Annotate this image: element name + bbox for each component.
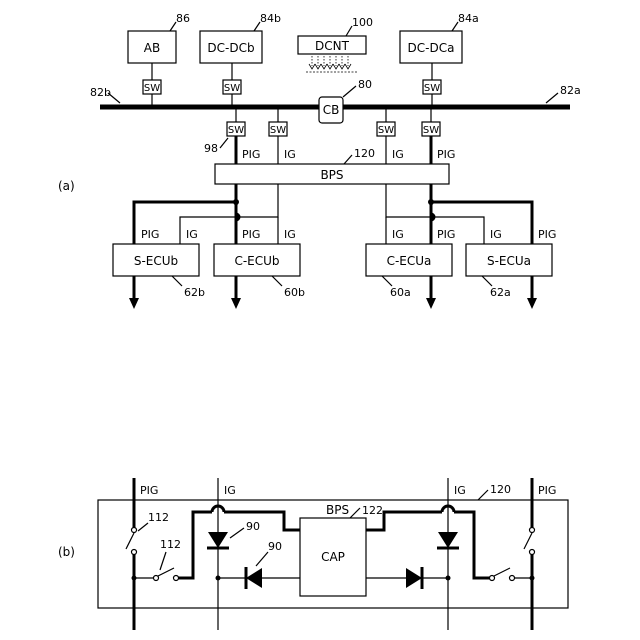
s-ecua-leader <box>482 276 492 286</box>
cecub-pig-label: PIG <box>242 228 260 241</box>
cap-label: CAP <box>321 550 345 564</box>
relay-left-vertical <box>126 528 138 555</box>
cb-label: CB <box>323 103 340 117</box>
diode-ref-2: 90 <box>268 540 282 553</box>
ig-left-label: IG <box>224 484 236 497</box>
cecub-ig-label: IG <box>284 228 296 241</box>
relay-left-junction <box>132 576 137 581</box>
s-ecub-label: S-ECUb <box>134 254 178 268</box>
bps-label: BPS <box>320 168 343 182</box>
cb-leader <box>343 86 356 97</box>
pig-right-label: PIG <box>538 484 556 497</box>
right-ig-to-pig-path <box>454 512 490 578</box>
pig-a-junction <box>428 199 434 205</box>
dcnt-ref: 100 <box>352 16 373 29</box>
diode-left-horizontal <box>246 567 262 589</box>
frame-leader <box>478 490 488 500</box>
cb-ref: 80 <box>358 78 372 91</box>
figure-a: (a) 82b 82a AB 86 SW DC-DCb 84b SW DCNT … <box>58 12 581 309</box>
dcdc-b-switch-label: SW <box>224 83 240 94</box>
ab-switch-label: SW <box>144 83 160 94</box>
sw-b-pig-label: SW <box>228 125 244 136</box>
s-ecub-ref: 62b <box>184 286 205 299</box>
c-ecua-label: C-ECUa <box>387 254 432 268</box>
diode-left-vertical <box>207 532 229 548</box>
ab-label: AB <box>144 41 160 55</box>
c-ecua-ref: 60a <box>390 286 411 299</box>
ig-b-label: IG <box>284 148 296 161</box>
s-ecub-leader <box>172 276 182 286</box>
diode-right-vertical <box>437 532 459 548</box>
left-to-cap-path <box>224 512 300 530</box>
s-ecua-label: S-ECUa <box>487 254 531 268</box>
diode-right-horizontal <box>406 567 422 589</box>
figure-b: (b) 120 PIG IG IG PIG 112 112 <box>58 478 568 630</box>
bus-right-ref: 82a <box>560 84 581 97</box>
bps-ref: 120 <box>354 147 375 160</box>
dcdc-b-label: DC-DCb <box>207 41 254 55</box>
frame-ref: 120 <box>490 483 511 496</box>
sw-b-ig-label: SW <box>270 125 286 136</box>
secub-pig-label: PIG <box>141 228 159 241</box>
relay-ref-1: 112 <box>148 511 169 524</box>
sw-a-pig-label: SW <box>423 125 439 136</box>
secua-pig-label: PIG <box>538 228 556 241</box>
diode-ref-2-leader <box>256 552 268 566</box>
pig-a-label: PIG <box>437 148 455 161</box>
figure-a-label: (a) <box>58 179 75 193</box>
pig-left-label: PIG <box>140 484 158 497</box>
relay-ref-2: 112 <box>160 538 181 551</box>
bps-inner-ref: 122 <box>362 504 383 517</box>
ig-left-junction <box>216 576 221 581</box>
ab-ref: 86 <box>176 12 190 25</box>
sw-a-ig-label: SW <box>378 125 394 136</box>
relay-right-junction <box>530 576 535 581</box>
diode-ref-1-leader <box>230 528 244 538</box>
c-ecub-leader <box>272 276 282 286</box>
bus-right-leader <box>546 93 558 103</box>
secub-ig-label: IG <box>186 228 198 241</box>
s-ecua-ref: 62a <box>490 286 511 299</box>
dcdc-b-ref: 84b <box>260 12 281 25</box>
dcdc-a-ref: 84a <box>458 12 479 25</box>
pig-b-label: PIG <box>242 148 260 161</box>
relay-left-horizontal <box>154 568 179 581</box>
cecua-ig-label: IG <box>392 228 404 241</box>
dcdc-a-label: DC-DCa <box>408 41 455 55</box>
ig-right-label: IG <box>454 484 466 497</box>
c-ecub-ref: 60b <box>284 286 305 299</box>
diode-ref-1: 90 <box>246 520 260 533</box>
dcnt-signal-arrows <box>306 56 358 72</box>
figure-b-label: (b) <box>58 545 75 559</box>
c-ecub-label: C-ECUb <box>234 254 279 268</box>
relay-ref-1-leader <box>138 523 148 531</box>
relay-ref-2-leader <box>160 552 166 570</box>
ig-right-junction <box>446 576 451 581</box>
left-pig-to-ig-path <box>178 512 212 578</box>
bps-inner-label: BPS <box>326 503 349 517</box>
secua-ig-label: IG <box>490 228 502 241</box>
relay-right-vertical <box>524 528 536 555</box>
cecua-pig-label: PIG <box>437 228 455 241</box>
bus-left-ref: 82b <box>90 86 111 99</box>
dcdc-a-switch-label: SW <box>424 83 440 94</box>
switch-leader <box>220 138 228 148</box>
pig-b-junction <box>233 199 239 205</box>
dcnt-label: DCNT <box>315 39 350 53</box>
switch-ref: 98 <box>204 142 218 155</box>
relay-right-horizontal <box>490 568 515 581</box>
bps-inner-leader <box>350 508 360 518</box>
ig-a-label: IG <box>392 148 404 161</box>
c-ecua-leader <box>382 276 392 286</box>
bps-leader <box>344 155 352 164</box>
